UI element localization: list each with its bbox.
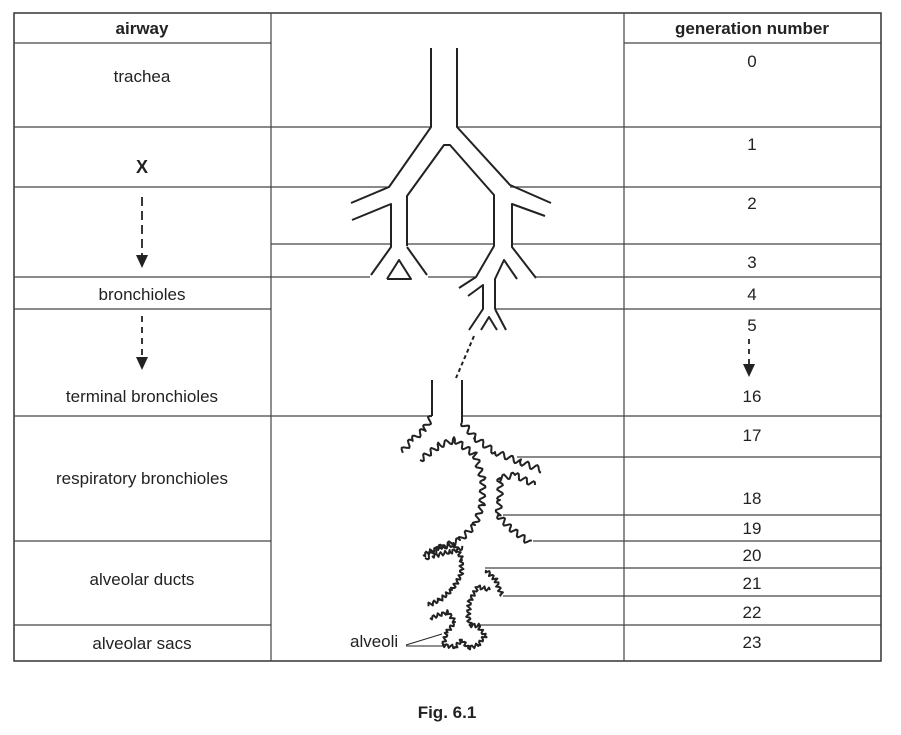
airway-trachea: trachea — [114, 67, 171, 86]
figure-caption: Fig. 6.1 — [418, 703, 477, 722]
airway-respiratory-bronchioles: respiratory bronchioles — [56, 469, 228, 488]
generation-5: 5 — [747, 316, 756, 335]
alveolar-duct-outline-upper — [431, 545, 464, 559]
airway-x: X — [136, 157, 148, 177]
alveolar-duct-outline-center — [465, 584, 491, 629]
generation-column-rules — [624, 42, 881, 626]
alveolar-sac-outline — [429, 609, 488, 651]
table-border — [13, 12, 882, 662]
generation-16: 16 — [743, 387, 762, 406]
airway-alveolar-ducts: alveolar ducts — [90, 570, 195, 589]
respiratory-bronchiole-outline-right-upper — [460, 421, 542, 474]
generation-18: 18 — [743, 489, 762, 508]
generation-21: 21 — [743, 574, 762, 593]
diagram-level-lines — [271, 126, 624, 626]
left-bronchus-branch — [351, 203, 392, 276]
respiratory-bronchiole-outline-right-lower — [494, 471, 536, 544]
airway-alveolar-sacs: alveolar sacs — [92, 634, 191, 653]
header-generation-number: generation number — [675, 19, 829, 38]
airway-tree-drawing — [350, 48, 552, 651]
respiratory-bronchiole-outline-left — [400, 415, 433, 454]
left-bronchus-inner — [406, 246, 428, 276]
generation-2: 2 — [747, 194, 756, 213]
generation-22: 22 — [743, 603, 762, 622]
trachea-wall-right — [456, 48, 552, 204]
down-arrow-icon — [136, 197, 148, 268]
generation-19: 19 — [743, 519, 762, 538]
airway-bronchioles: bronchioles — [99, 285, 186, 304]
carina — [406, 144, 495, 289]
bronchiole-wall-right — [494, 308, 507, 331]
right-triangle — [494, 259, 518, 309]
respiratory-bronchiole-inner — [419, 436, 487, 561]
generation-4: 4 — [747, 285, 756, 304]
bronchiole-fork — [480, 316, 498, 331]
generation-3: 3 — [747, 253, 756, 272]
generation-17: 17 — [743, 426, 762, 445]
generation-dashed-down-arrow-icon — [743, 339, 755, 377]
left-triangle — [386, 259, 412, 280]
alveoli-label: alveoli — [350, 632, 398, 651]
dashed-down-arrow-icon — [136, 316, 148, 370]
bronchiole-wall-left — [467, 284, 484, 331]
generation-20: 20 — [743, 546, 762, 565]
header-airway: airway — [116, 19, 169, 38]
alveolar-duct-outline-right — [484, 569, 504, 597]
respiratory-tree-wavy — [400, 415, 542, 651]
generation-0: 0 — [747, 52, 756, 71]
airway-column-rules — [14, 42, 271, 626]
dotted-continuation — [455, 335, 475, 379]
airway-terminal-bronchioles: terminal bronchioles — [66, 387, 218, 406]
trachea-wall-left — [350, 48, 432, 204]
right-bronchus-branch — [511, 203, 546, 279]
alveolar-duct-outline-left — [422, 542, 465, 607]
generation-23: 23 — [743, 633, 762, 652]
generation-1: 1 — [747, 135, 756, 154]
alveoli-leader-line-1 — [405, 633, 443, 646]
